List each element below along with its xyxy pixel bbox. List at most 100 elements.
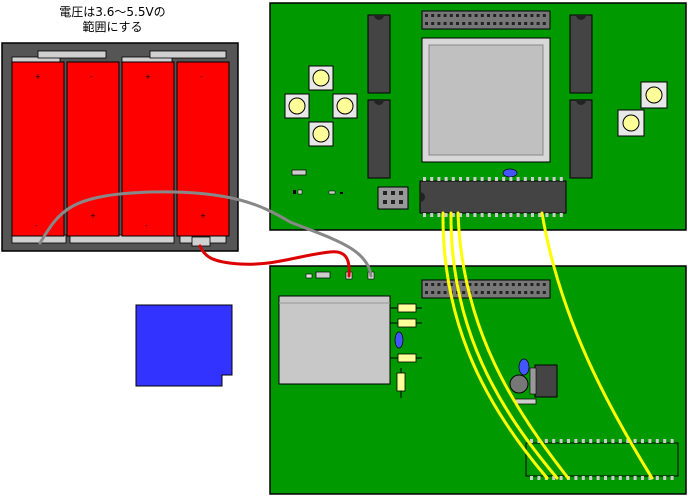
voltage-regulator (534, 364, 558, 398)
pin (383, 200, 387, 204)
pin (626, 439, 630, 443)
pin (531, 177, 534, 181)
pin (670, 476, 674, 480)
regulator-tab (529, 367, 537, 395)
polarity-mark: - (200, 73, 203, 81)
pin (542, 14, 546, 17)
pin (391, 191, 395, 195)
pin (487, 177, 491, 181)
pin (536, 22, 540, 25)
smd-part (340, 192, 343, 194)
dpad-buttons (284, 65, 358, 147)
smd-part (328, 190, 336, 195)
lower-pcb (269, 265, 687, 495)
pin (589, 439, 593, 443)
wires (38, 190, 654, 480)
pin (502, 213, 506, 217)
pin (505, 291, 509, 294)
power-pin (305, 273, 313, 279)
pin (451, 177, 455, 181)
pin (474, 14, 478, 17)
pin (437, 177, 441, 181)
pin (462, 291, 466, 294)
pin (493, 291, 497, 294)
pin (459, 177, 462, 181)
pin (480, 22, 484, 25)
pin (456, 14, 459, 17)
pin (511, 283, 515, 286)
pin (559, 213, 563, 217)
pin (538, 177, 542, 181)
pin (462, 283, 466, 286)
action-buttons (617, 81, 668, 137)
pin (544, 439, 548, 443)
pin (493, 283, 497, 286)
pin (545, 177, 549, 181)
wire-yellow (540, 211, 654, 480)
battery-terminal-tab (191, 236, 211, 247)
capacitor (502, 168, 518, 178)
pin (468, 14, 472, 17)
pin (542, 22, 546, 25)
pin (480, 213, 484, 217)
electrolytic-capacitor (509, 374, 529, 394)
pin (443, 22, 447, 25)
capacitor (518, 358, 530, 376)
pin (437, 283, 441, 286)
pin (431, 291, 435, 294)
upper-header-connector (421, 10, 551, 30)
pin (641, 439, 644, 443)
pin (536, 291, 540, 294)
pin (626, 476, 630, 480)
resistor (397, 318, 417, 328)
polarity-mark: + (200, 212, 206, 220)
pin (536, 14, 540, 17)
sd-card (135, 304, 233, 387)
pin (530, 439, 533, 443)
pin (443, 291, 447, 294)
wire-gray (38, 190, 373, 278)
pin (518, 291, 521, 294)
pin (524, 291, 528, 294)
pin (425, 14, 428, 17)
pin (449, 283, 453, 286)
pin (495, 213, 498, 217)
battery-contact-top (149, 50, 227, 59)
ic-socket (525, 439, 679, 480)
pin (462, 14, 466, 17)
pin (648, 476, 652, 480)
polarity-mark: - (145, 222, 148, 230)
voltage-note-line-1: 電圧は3.6～5.5Vの (59, 5, 166, 19)
pin (523, 213, 527, 217)
pin (567, 439, 570, 443)
pin (499, 22, 503, 25)
pin (487, 283, 490, 286)
pin (524, 14, 528, 17)
pin (499, 291, 503, 294)
wire-red (198, 244, 351, 278)
pin (618, 476, 622, 480)
pin (530, 476, 533, 480)
microcontroller-ic (419, 177, 567, 217)
battery-pack: + - - + + - - + (1, 42, 239, 252)
pin (493, 14, 497, 17)
pin (552, 177, 556, 181)
pin (530, 22, 534, 25)
pin (516, 177, 520, 181)
pin (552, 476, 556, 480)
pin (459, 213, 462, 217)
pin (449, 14, 453, 17)
pin (633, 439, 637, 443)
pin (423, 177, 426, 181)
pin (444, 177, 448, 181)
pin (604, 476, 607, 480)
pin (604, 439, 607, 443)
pin (655, 476, 659, 480)
pin (399, 191, 403, 195)
pin (670, 439, 674, 443)
pin (596, 439, 600, 443)
pin (425, 283, 428, 286)
polarity-mark: + (35, 73, 41, 81)
pin (663, 476, 667, 480)
